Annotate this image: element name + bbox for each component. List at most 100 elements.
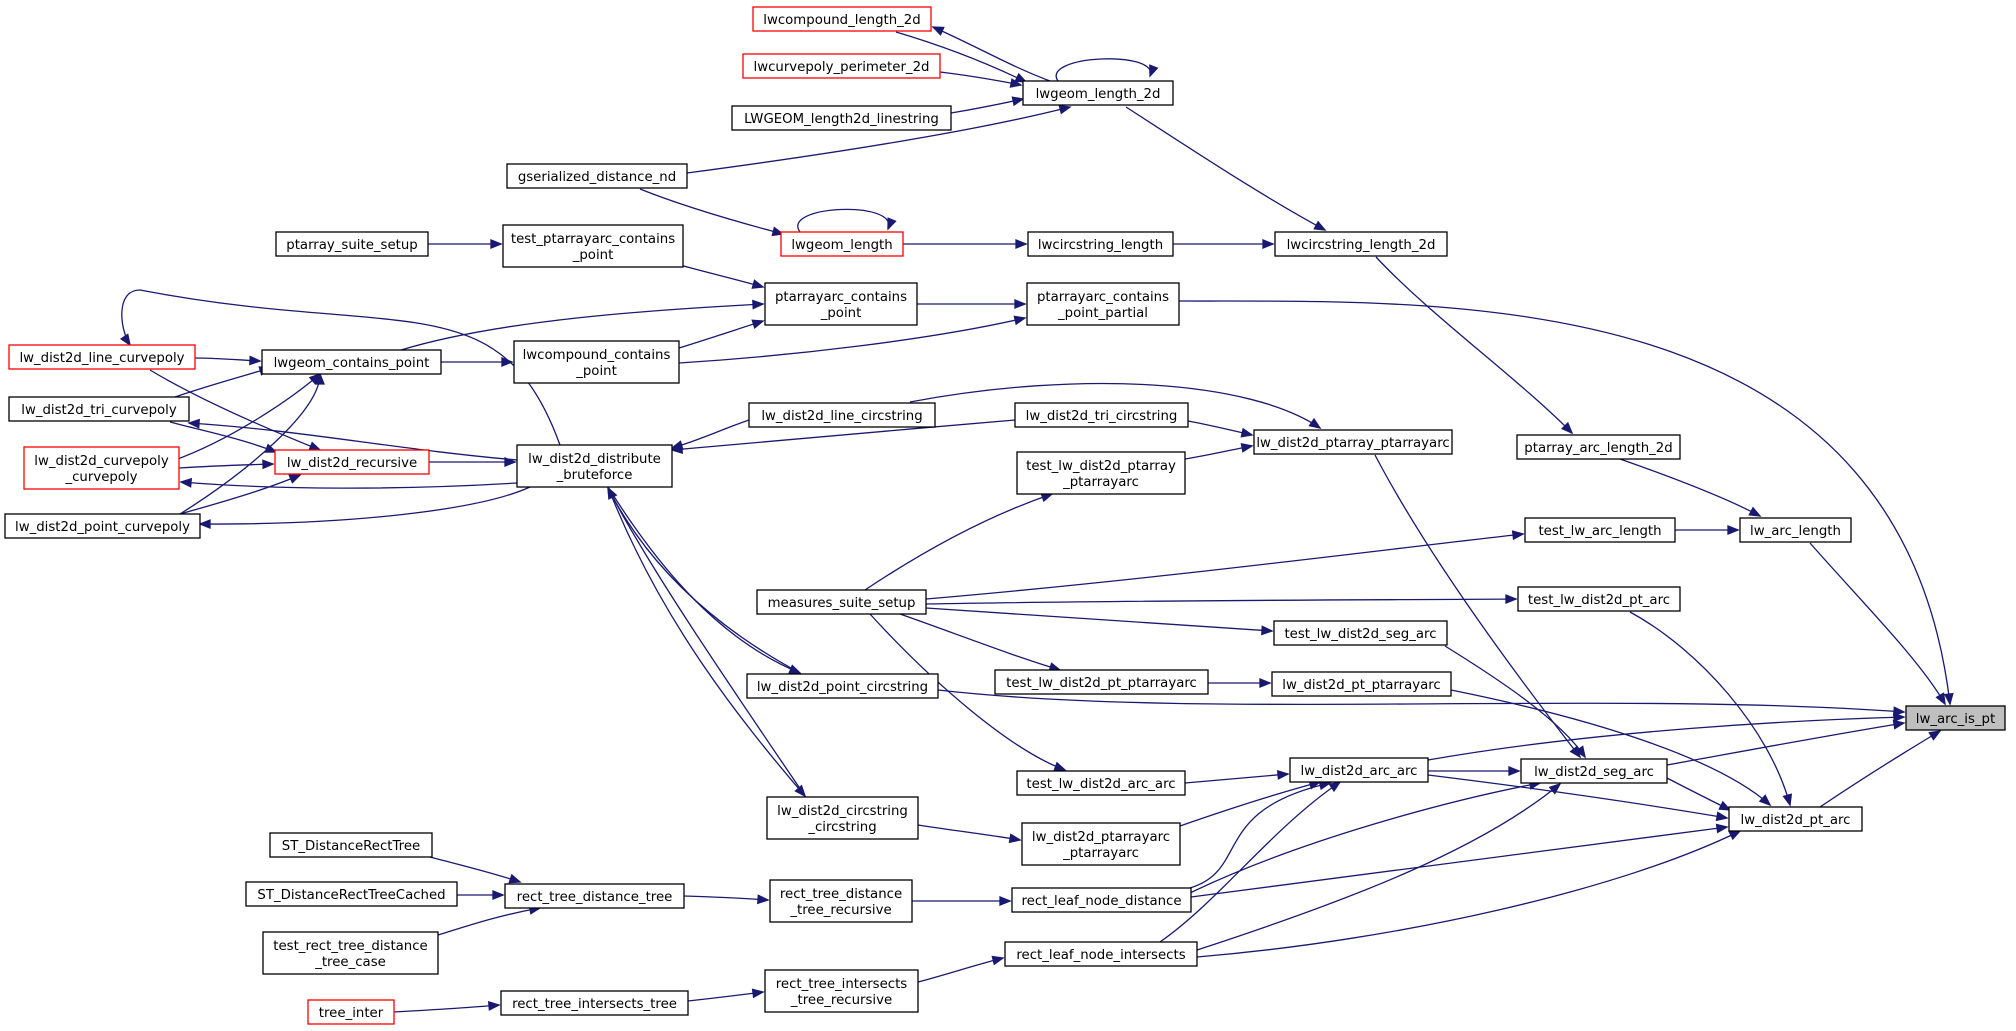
node-box [1027,231,1174,257]
node-label: _tree_recursive [789,903,891,918]
edge-measures_suite_setup-to-test_lw_dist2d_seg_arc [925,607,1274,636]
node-lw_dist2d_ptarray_ptarrayarc[interactable]: lw_dist2d_ptarray_ptarrayarc [1253,429,1453,455]
node-label: rect_tree_intersects_tree [512,997,677,1012]
node-lw_dist2d_tri_curvepoly[interactable]: lw_dist2d_tri_curvepoly [8,396,190,422]
node-lw_dist2d_line_curvepoly[interactable]: lw_dist2d_line_curvepoly [8,344,196,370]
node-box [731,105,952,131]
node-rect_tree_distance_tree[interactable]: rect_tree_distance_tree [504,883,685,909]
node-lw_dist2d_pt_arc[interactable]: lw_dist2d_pt_arc [1728,806,1863,832]
node-test_lw_dist2d_pt_ptarrayarc[interactable]: test_lw_dist2d_pt_ptarrayarc [994,669,1209,695]
edge-lw_dist2d_distribute_bruteforce-to-lw_dist2d_curvepoly_curvepoly [179,477,518,489]
arrowhead [788,664,802,674]
node-lwgeom_length_2d[interactable]: lwgeom_length_2d [1022,80,1174,106]
node-lwcompound_length_2d[interactable]: lwcompound_length_2d [752,6,932,32]
arrowhead [1715,811,1729,822]
node-ST_DistanceRectTree[interactable]: ST_DistanceRectTree [269,832,433,858]
node-label: ptarray_arc_length_2d [1524,441,1672,456]
edge-tree_inter-to-rect_tree_intersects_tree [393,1000,501,1013]
node-lw_dist2d_curvepoly_curvepoly[interactable]: lw_dist2d_curvepoly_curvepoly [23,446,180,490]
node-label: rect_leaf_node_intersects [1016,948,1185,963]
edge-line [925,533,1524,600]
node-lw_dist2d_distribute_bruteforce[interactable]: lw_dist2d_distribute_bruteforce [516,444,673,488]
node-lw_dist2d_line_circstring[interactable]: lw_dist2d_line_circstring [748,402,936,428]
node-test_lw_dist2d_seg_arc[interactable]: test_lw_dist2d_seg_arc [1273,620,1448,646]
node-box [269,832,433,858]
node-LWGEOM_length2d_linestring[interactable]: LWGEOM_length2d_linestring [731,105,952,131]
node-label: lw_dist2d_point_circstring [757,680,928,695]
edge-line [393,1004,500,1013]
edge-lw_dist2d_point_curvepoly-to-lw_dist2d_recursive [179,474,302,515]
edge-line [1189,782,1541,894]
node-lw_dist2d_point_circstring[interactable]: lw_dist2d_point_circstring [746,673,939,699]
node-lwcurvepoly_perimeter_2d[interactable]: lwcurvepoly_perimeter_2d [742,53,941,79]
node-test_lw_dist2d_ptarray_ptarrayarc[interactable]: test_lw_dist2d_ptarray_ptarrayarc [1016,451,1186,495]
arrowhead [119,333,131,347]
node-lw_arc_length[interactable]: lw_arc_length [1739,517,1852,543]
node-lw_dist2d_recursive[interactable]: lw_dist2d_recursive [274,449,430,475]
node-ptarray_arc_length_2d[interactable]: ptarray_arc_length_2d [1516,434,1681,460]
arrowhead [308,441,322,451]
node-measures_suite_setup[interactable]: measures_suite_setup [756,589,927,615]
edge-line [400,303,764,351]
node-rect_tree_intersects_tree[interactable]: rect_tree_intersects_tree [500,990,689,1016]
arrowhead [751,319,765,329]
edge-ST_DistanceRectTreeCached-to-rect_tree_distance_tree [457,890,505,900]
edge-measures_suite_setup-to-test_lw_dist2d_pt_arc [925,594,1518,605]
node-lw_dist2d_pt_ptarrayarc[interactable]: lw_dist2d_pt_ptarrayarc [1271,671,1452,697]
edge-line [1196,830,1741,958]
arrowhead [1014,299,1027,309]
node-rect_tree_intersects_tree_recursive[interactable]: rect_tree_intersects_tree_recursive [764,969,919,1013]
edge-line [1809,542,1946,705]
edge-lwgeom_contains_point-to-lwcompound_contains_point [440,357,514,367]
node-lw_dist2d_ptarrayarc_ptarrayarc[interactable]: lw_dist2d_ptarrayarc_ptarrayarc [1021,822,1181,866]
node-lwcircstring_length[interactable]: lwcircstring_length [1027,231,1174,257]
arrowhead [1240,443,1254,453]
node-box [1524,517,1676,543]
node-test_lw_dist2d_pt_arc[interactable]: test_lw_dist2d_pt_arc [1517,586,1681,612]
edge-test_ptarrayarc_contains_point-to-ptarrayarc_contains_point [679,264,765,289]
node-lwgeom_contains_point[interactable]: lwgeom_contains_point [261,349,442,375]
node-label: test_lw_arc_length [1538,524,1661,539]
node-tree_inter[interactable]: tree_inter [307,999,395,1025]
arrowhead [1009,78,1023,88]
edge-line [1619,458,1761,517]
node-lwgeom_length[interactable]: lwgeom_length [780,231,904,257]
node-box [1021,822,1181,866]
node-lw_dist2d_tri_circstring[interactable]: lw_dist2d_tri_circstring [1014,402,1189,428]
node-label: _ptarrayarc [1062,475,1139,490]
node-box [1011,887,1192,913]
edge-LWGEOM_length2d_linestring-to-lwgeom_length_2d [950,96,1025,114]
node-box [1016,451,1186,495]
edge-lw_dist2d_arc_arc-to-lw_dist2d_pt_arc [1427,774,1729,822]
edge-ptarray_suite_setup-to-test_ptarrayarc_contains_point [428,239,503,249]
node-label: rect_tree_distance_tree [517,890,673,905]
node-rect_leaf_node_intersects[interactable]: rect_leaf_node_intersects [1004,941,1198,967]
node-ptarray_suite_setup[interactable]: ptarray_suite_setup [275,231,429,257]
node-label: lw_dist2d_tri_circstring [1026,409,1178,424]
edge-line [864,493,1053,591]
node-ptarrayarc_contains_point_partial[interactable]: ptarrayarc_contains_point_partial [1026,282,1180,326]
node-test_ptarrayarc_contains_point[interactable]: test_ptarrayarc_contains_point [502,224,684,268]
node-lw_dist2d_circstring_circstring[interactable]: lw_dist2d_circstring_circstring [766,796,919,840]
node-lwcompound_contains_point[interactable]: lwcompound_contains_point [513,340,680,384]
edge-gserialized_distance_nd-to-lwgeom_length [639,188,785,237]
node-test_rect_tree_distance_tree_case[interactable]: test_rect_tree_distance_tree_case [262,931,439,975]
node-rect_leaf_node_distance[interactable]: rect_leaf_node_distance [1011,887,1192,913]
node-rect_tree_distance_tree_recursive[interactable]: rect_tree_distance_tree_recursive [769,879,913,923]
arrowhead [1008,833,1022,844]
edge-line [199,486,531,525]
node-gserialized_distance_nd[interactable]: gserialized_distance_nd [506,163,688,189]
node-lw_dist2d_point_curvepoly[interactable]: lw_dist2d_point_curvepoly [4,513,201,539]
node-test_lw_arc_length[interactable]: test_lw_arc_length [1524,517,1676,543]
arrowhead [1262,239,1275,249]
node-test_lw_dist2d_arc_arc[interactable]: test_lw_dist2d_arc_arc [1016,770,1186,796]
edge-lw_dist2d_tri_circstring-to-lw_dist2d_ptarray_ptarrayarc [1187,420,1254,438]
node-ptarrayarc_contains_point[interactable]: ptarrayarc_contains_point [764,282,918,326]
node-lwcircstring_length_2d[interactable]: lwcircstring_length_2d [1274,231,1448,257]
node-lw_arc_is_pt[interactable]: lw_arc_is_pt [1905,705,2006,731]
arrowhead [1508,766,1521,776]
node-ST_DistanceRectTreeCached[interactable]: ST_DistanceRectTreeCached [245,881,458,907]
node-lw_dist2d_arc_arc[interactable]: lw_dist2d_arc_arc [1289,757,1429,783]
arrowhead [288,474,302,484]
node-lw_dist2d_seg_arc[interactable]: lw_dist2d_seg_arc [1520,758,1668,784]
